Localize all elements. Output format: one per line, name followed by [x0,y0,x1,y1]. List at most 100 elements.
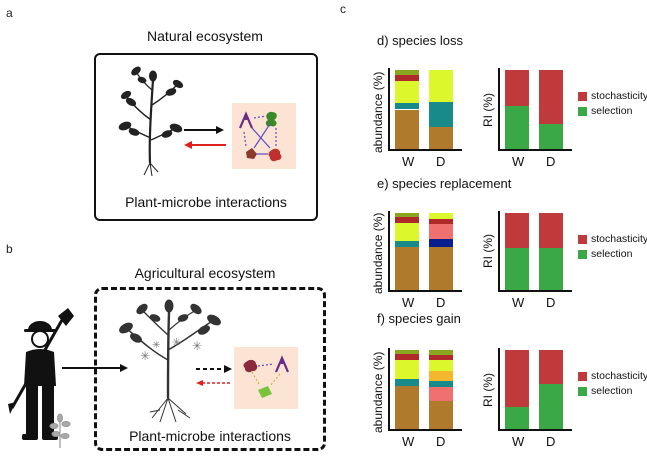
ri-x-axis-2 [498,429,572,431]
agricultural-ecosystem-title: Agricultural ecosystem [134,265,276,281]
ri-xtick-D: D [546,154,556,169]
abundance-bar-D-segment [429,213,453,220]
ri-bar-D-selection [539,248,563,290]
panel-label-a: a [6,6,13,20]
abundance-bar-W-segment [395,240,419,247]
abundance-xtick-D: D [436,434,446,449]
abundance-xtick-W: W [402,295,415,310]
abundance-x-axis-0 [388,149,462,151]
legend-swatch-stochasticity [578,371,587,381]
ri-bar-D-selection [539,383,563,429]
legend-swatch-stochasticity [578,234,587,244]
ri-bar-W-selection [505,406,529,429]
abundance-xtick-D: D [436,295,446,310]
abundance-bar-W-segment [395,109,419,149]
legend-stochasticity: stochasticity [578,233,647,245]
ri-xtick-W: W [512,434,525,449]
abundance-x-axis-2 [388,429,462,431]
ri-bar-D-stochasticity [539,70,563,124]
natural-microbe-box [232,103,296,169]
panel-title-1: e) species replacement [377,176,512,191]
abundance-bar-D-segment [429,371,453,381]
legend-swatch-stochasticity [578,91,587,101]
legend-label-selection: selection [591,248,633,260]
ri-xtick-D: D [546,434,556,449]
natural-ecosystem-box [94,53,318,221]
abundance-bar-W-segment [395,379,419,386]
svg-text:✳: ✳ [152,340,160,351]
abundance-bar-D-segment [429,354,453,361]
natural-arrows [184,126,226,149]
abundance-bar-D-segment [429,70,453,102]
legend-selection: selection [578,105,632,117]
abundance-ylabel-0: abundance (%) [371,71,385,153]
ri-ylabel-2: RI (%) [481,373,495,407]
legend-label-stochasticity: stochasticity [591,90,647,102]
ri-bar-D-selection [539,123,563,149]
abundance-bar-W-segment [395,103,419,110]
legend-swatch-selection [578,106,587,116]
abundance-bar-W-segment [395,350,419,354]
abundance-bar-D-segment [429,223,453,240]
abundance-bar-D-segment [429,401,453,429]
abundance-bar-D-segment [429,387,453,402]
legend-selection: selection [578,385,632,397]
agricultural-arrows [62,364,232,386]
ri-xtick-W: W [512,154,525,169]
agricultural-interactions-caption: Plant-microbe interactions [129,428,291,444]
natural-microbe-network-icon [238,111,282,162]
abundance-y-axis-1 [388,211,390,290]
panel-title-2: f) species gain [377,311,461,326]
panel-title-0: d) species loss [377,33,463,48]
ri-bar-W-stochasticity [505,70,529,106]
panel-label-c: c [340,2,346,16]
ri-y-axis-0 [498,68,500,149]
ri-bar-W-selection [505,105,529,149]
ri-x-axis-1 [498,290,572,292]
ri-bar-D-stochasticity [539,213,563,249]
legend-stochasticity: stochasticity [578,370,647,382]
ri-bar-W-stochasticity [505,213,529,249]
seedling-icon [49,413,71,448]
panel-label-b: b [6,242,13,256]
abundance-bar-W-segment [395,353,419,361]
abundance-xtick-W: W [402,434,415,449]
ri-ylabel-1: RI (%) [481,234,495,268]
abundance-ylabel-1: abundance (%) [371,212,385,294]
agricultural-microbe-network-icon [243,355,290,398]
abundance-x-axis-1 [388,290,462,292]
abundance-bar-W-segment [395,246,419,290]
legend-swatch-selection [578,386,587,396]
abundance-bar-D-segment [429,219,453,224]
ri-bar-W-stochasticity [505,350,529,407]
ri-bar-D-stochasticity [539,350,563,384]
abundance-bar-W-segment [395,70,419,75]
agricultural-plant-icon: ✳ ✳ ✳ ✳ [119,299,221,423]
abundance-bar-D-segment [429,380,453,388]
abundance-bar-W-segment [395,74,419,82]
abundance-bar-W-segment [395,216,419,223]
abundance-bar-D-segment [429,126,453,149]
ri-bar-W-selection [505,248,529,290]
abundance-xtick-D: D [436,154,446,169]
abundance-bar-D-segment [429,350,453,355]
legend-swatch-selection [578,249,587,259]
ri-xtick-W: W [512,295,525,310]
abundance-bar-D-segment [429,239,453,247]
abundance-bar-D-segment [429,246,453,290]
farmer-icon [8,308,74,440]
abundance-bar-W-segment [395,223,419,241]
svg-text:✳: ✳ [192,339,202,353]
natural-ecosystem-title: Natural ecosystem [147,28,263,44]
legend-label-stochasticity: stochasticity [591,370,647,382]
abundance-bar-D-segment [429,360,453,372]
abundance-bar-W-segment [395,213,419,217]
ri-xtick-D: D [546,295,556,310]
ri-y-axis-2 [498,348,500,429]
svg-text:✳: ✳ [140,349,150,363]
natural-plant-icon [118,66,184,177]
legend-stochasticity: stochasticity [578,90,647,102]
legend-label-stochasticity: stochasticity [591,233,647,245]
legend-selection: selection [578,248,632,260]
